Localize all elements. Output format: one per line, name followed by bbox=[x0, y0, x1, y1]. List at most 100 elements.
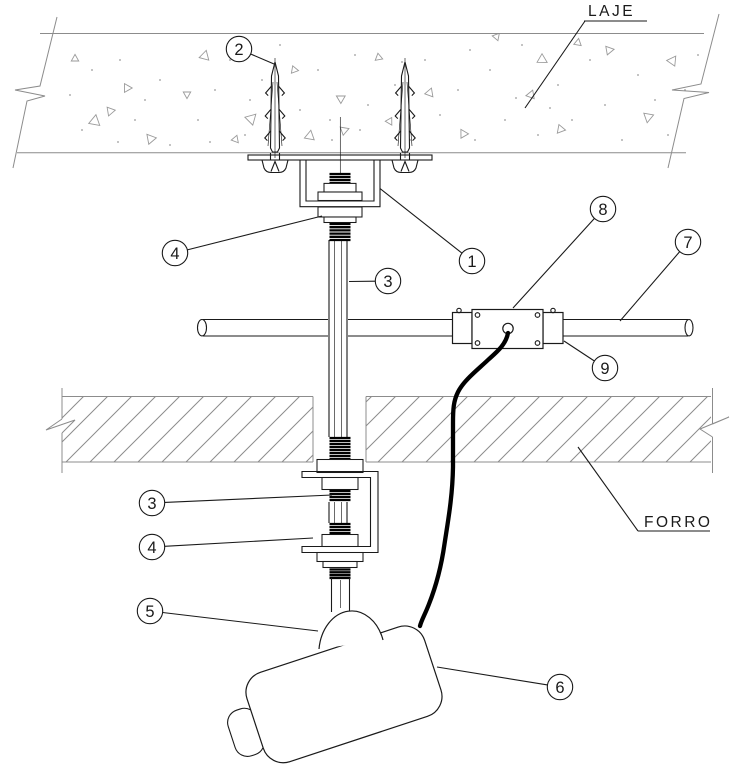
callout-number: 3 bbox=[383, 273, 392, 291]
aggregate-dot bbox=[654, 99, 656, 101]
aggregate-dot bbox=[214, 89, 216, 91]
coupling-screw-icon bbox=[456, 307, 462, 314]
threaded-rod bbox=[328, 240, 348, 437]
aggregate-dot bbox=[469, 49, 471, 51]
box-screw-icon bbox=[474, 312, 481, 318]
callout-1: 1 bbox=[379, 188, 486, 275]
slab-leader-line bbox=[524, 20, 586, 109]
callout-leader-line bbox=[512, 218, 595, 309]
aggregate-triangle bbox=[230, 134, 239, 144]
callout-number: 4 bbox=[147, 539, 156, 557]
aggregate-triangle bbox=[572, 37, 582, 47]
callout-bubble bbox=[225, 35, 253, 63]
aggregate-triangle bbox=[536, 52, 548, 63]
conduit-open-end-left bbox=[196, 318, 208, 337]
aggregate-dot bbox=[91, 69, 93, 71]
aggregate-dot bbox=[697, 54, 699, 56]
callout-5: 5 bbox=[136, 597, 319, 632]
coupling-screw-icon bbox=[550, 307, 556, 314]
aggregate-dot bbox=[515, 97, 517, 99]
aggregate-dot bbox=[604, 104, 606, 106]
callout-number: 7 bbox=[683, 234, 692, 252]
flexible-cable bbox=[417, 330, 511, 629]
aggregate-dot bbox=[299, 109, 301, 111]
callout-bubble bbox=[591, 354, 619, 382]
aggregate-dot bbox=[667, 134, 669, 136]
callout-number: 1 bbox=[467, 253, 476, 271]
callout-bubble bbox=[458, 247, 486, 275]
callout-number: 3 bbox=[147, 495, 156, 513]
ceiling-leader-line bbox=[577, 446, 639, 532]
callout-3: 3 bbox=[348, 267, 402, 295]
ceiling-label-group: FORRO bbox=[577, 446, 712, 532]
aggregate-triangle bbox=[605, 45, 616, 56]
thread-coil bbox=[329, 489, 351, 502]
aggregate-triangle bbox=[339, 126, 350, 137]
callout-leader-line bbox=[436, 666, 548, 686]
callout-number: 9 bbox=[600, 360, 609, 378]
rod-segment bbox=[328, 502, 348, 523]
callout-leader-line bbox=[563, 340, 595, 362]
callout-leader-line bbox=[187, 215, 323, 251]
aggregate-dot bbox=[424, 59, 426, 61]
forro-break-left bbox=[45, 418, 76, 434]
aggregate-triangle bbox=[374, 52, 384, 61]
aggregate-triangle bbox=[182, 91, 192, 100]
spotlight-body bbox=[245, 625, 443, 764]
aggregate-dot bbox=[159, 79, 161, 81]
callout-bubble bbox=[589, 195, 617, 223]
aggregate-dot bbox=[209, 141, 211, 143]
aggregate-triangle bbox=[146, 133, 158, 146]
callout-number: 2 bbox=[234, 41, 243, 59]
aggregate-dot bbox=[504, 119, 506, 121]
aggregate-triangle bbox=[524, 89, 535, 100]
aggregate-dot bbox=[394, 84, 396, 86]
aggregate-dot bbox=[119, 59, 121, 61]
conduit-left bbox=[196, 318, 453, 337]
aggregate-dot bbox=[359, 129, 361, 131]
swivel-joint-dome bbox=[318, 610, 384, 650]
callout-bubble bbox=[138, 489, 166, 517]
aggregate-triangle bbox=[106, 106, 117, 117]
aggregate-dot bbox=[537, 134, 539, 136]
thread-coil bbox=[329, 222, 351, 242]
callout-8: 8 bbox=[512, 195, 617, 309]
aggregate-triangle bbox=[290, 64, 300, 74]
ceiling-label: FORRO bbox=[644, 514, 712, 531]
aggregate-dot bbox=[637, 74, 639, 76]
callout-bubble bbox=[136, 597, 164, 625]
break-line-right bbox=[667, 13, 720, 169]
aggregate-dot bbox=[354, 54, 356, 56]
aggregate-dot bbox=[197, 119, 199, 121]
aggregate-triangle bbox=[198, 49, 210, 61]
aggregate-dot bbox=[621, 139, 623, 141]
aggregate-dot bbox=[329, 119, 331, 121]
spotlight bbox=[227, 625, 443, 764]
lamp-stem bbox=[330, 578, 351, 612]
aggregate-dot bbox=[684, 89, 686, 91]
slab-label-group: LAJE bbox=[524, 3, 647, 109]
aggregate-triangle bbox=[303, 129, 315, 141]
aggregate-dot bbox=[134, 119, 136, 121]
box-screw-icon bbox=[534, 340, 541, 346]
thread-coil bbox=[329, 522, 351, 535]
callout-leader-line bbox=[162, 611, 319, 632]
aggregate-triangle bbox=[244, 113, 257, 126]
callout-2: 2 bbox=[225, 35, 275, 65]
concrete-slab bbox=[12, 13, 720, 169]
aggregate-dot bbox=[367, 104, 369, 106]
callout-3: 3 bbox=[138, 489, 333, 517]
callout-leader-line bbox=[379, 188, 463, 254]
callout-bubble bbox=[374, 267, 402, 295]
junction-box bbox=[451, 307, 564, 350]
aggregate-triangle bbox=[70, 53, 80, 62]
aggregate-dot bbox=[81, 129, 83, 131]
ceiling-lining bbox=[45, 388, 730, 473]
aggregate-dot bbox=[244, 134, 246, 136]
aggregate-dot bbox=[457, 89, 459, 91]
aggregate-triangle bbox=[665, 55, 677, 67]
aggregate-dot bbox=[521, 44, 523, 46]
aggregate-dot bbox=[571, 119, 573, 121]
